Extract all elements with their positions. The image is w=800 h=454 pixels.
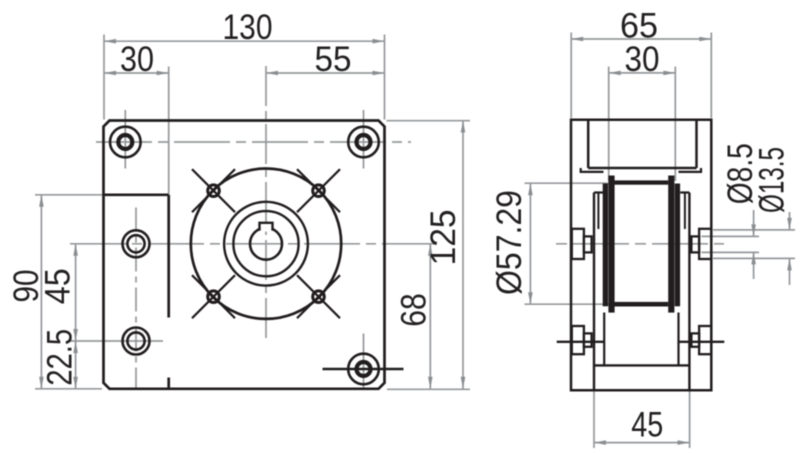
svg-text:45: 45 bbox=[631, 405, 663, 445]
svg-text:30: 30 bbox=[625, 39, 660, 79]
svg-text:55: 55 bbox=[315, 39, 352, 79]
svg-text:130: 130 bbox=[223, 7, 273, 47]
svg-text:45: 45 bbox=[38, 268, 78, 304]
svg-text:125: 125 bbox=[423, 209, 463, 265]
svg-text:Ø13.5: Ø13.5 bbox=[752, 147, 792, 213]
svg-text:68: 68 bbox=[394, 293, 434, 327]
svg-text:Ø57.29: Ø57.29 bbox=[489, 190, 529, 295]
svg-text:Ø8.5: Ø8.5 bbox=[720, 143, 760, 204]
svg-text:30: 30 bbox=[120, 39, 154, 79]
svg-text:22.5: 22.5 bbox=[40, 329, 80, 386]
svg-text:65: 65 bbox=[620, 6, 658, 46]
svg-text:90: 90 bbox=[6, 270, 46, 303]
